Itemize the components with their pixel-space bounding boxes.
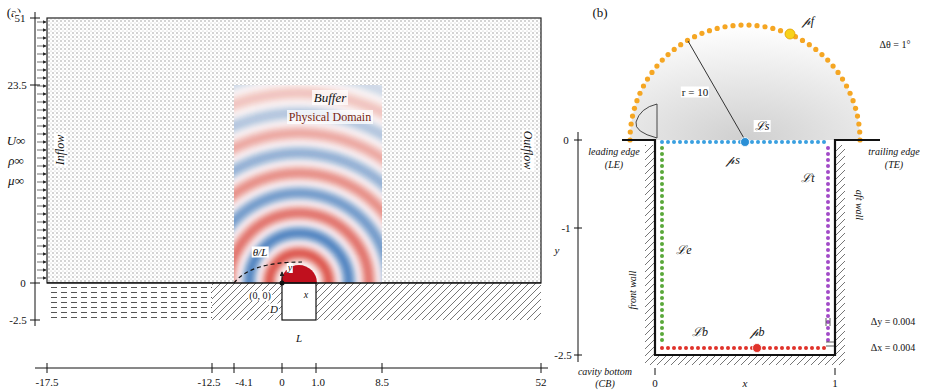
label: (b) [592, 6, 607, 19]
label: leading edge [587, 147, 640, 157]
x-ticks [47, 363, 541, 373]
label: Inflow [54, 134, 66, 167]
wall-line [47, 282, 541, 283]
label: (LE) [604, 160, 624, 170]
cavity [282, 283, 316, 320]
label: 0 [563, 135, 569, 146]
label: r = 10 [681, 87, 709, 98]
label: 51 [14, 13, 27, 24]
label: (0, 0) [248, 291, 272, 301]
spacing-marks [826, 318, 834, 346]
label: x [743, 378, 748, 389]
inflow-profile [636, 104, 657, 138]
label: θ/L [252, 247, 269, 258]
label: Δx = 0.004 [870, 343, 917, 353]
sample-lines [660, 140, 830, 350]
probe-s [741, 138, 750, 147]
label: -4.1 [235, 377, 252, 388]
y-axis [35, 12, 36, 326]
label: Outflow [522, 130, 534, 171]
label: y [555, 245, 560, 256]
label: 52 [536, 377, 547, 388]
label: (TE) [884, 160, 904, 170]
y-axis-arrow [282, 272, 283, 283]
acoustic-waves [234, 85, 382, 283]
y-ticks-b [574, 140, 582, 355]
far-field-points [627, 22, 862, 142]
x-axis [35, 368, 548, 369]
far-field-region [630, 25, 860, 140]
label: -2.5 [554, 350, 571, 361]
region-box: BufferPhysical Domain [47, 18, 541, 283]
label: x [303, 290, 309, 300]
label: Δy = 0.004 [870, 317, 917, 327]
label: (CB) [594, 379, 615, 389]
label: 1 [832, 378, 838, 389]
label: -1 [561, 223, 570, 234]
label: 1.0 [311, 377, 325, 388]
inflow-ground [47, 283, 212, 320]
label: 0 [279, 377, 285, 388]
label: trailing edge [867, 147, 920, 157]
front-wall-hatch [645, 145, 655, 365]
label: front wall [628, 270, 638, 311]
label: 𝓅s [725, 154, 741, 166]
label: -12.5 [198, 377, 221, 388]
label: 𝓅f [802, 15, 814, 27]
label: 0 [19, 278, 27, 289]
label: μ∞ [7, 174, 25, 187]
aft-wall-hatch [835, 145, 845, 365]
boundary-layer [234, 262, 302, 283]
label: -2.5 [8, 315, 27, 326]
region-title: Physical Domain [287, 110, 373, 124]
y-ticks [30, 18, 40, 320]
label: U∞ [6, 134, 27, 147]
label: ℒt [800, 172, 815, 184]
label: aft wall [854, 189, 864, 221]
probe-b [753, 344, 762, 353]
bottom-hatch [645, 355, 845, 365]
label: 𝓅b [749, 326, 766, 338]
label: ℒb [691, 326, 709, 338]
region-title: Buffer [312, 90, 349, 105]
label: -17.5 [36, 377, 59, 388]
label: y [287, 263, 293, 273]
label: ℒe [675, 244, 692, 256]
probe-f [785, 29, 795, 39]
label: ℒs [754, 120, 771, 132]
label: 8.5 [375, 377, 389, 388]
x-ticks-b [655, 368, 835, 375]
wall-ground [212, 283, 541, 320]
cavity-outline [622, 140, 880, 355]
label: cavity bottom [577, 367, 633, 377]
label: 23.5 [6, 80, 27, 91]
label: 0 [652, 378, 658, 389]
label: ρ∞ [7, 154, 25, 167]
label: L [296, 333, 302, 344]
y-axis-b [578, 132, 579, 362]
inflow-arrows [37, 22, 46, 278]
label: D [269, 304, 279, 315]
label: Δθ = 1° [880, 40, 911, 50]
